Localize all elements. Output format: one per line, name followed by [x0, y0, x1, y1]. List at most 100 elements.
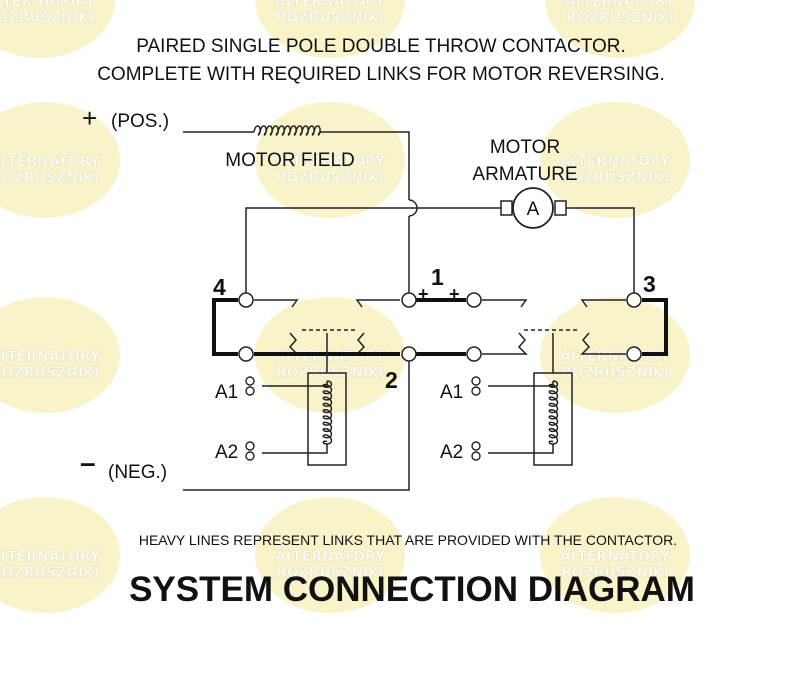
watermark-badge-shape — [0, 297, 120, 413]
armature-icon — [512, 187, 554, 229]
left-a2-label: A2 — [215, 442, 238, 463]
terminal-3-bottom — [626, 346, 642, 362]
field-to-terminal-1-wire — [321, 131, 410, 200]
right-a2-terminal-bottom — [471, 451, 481, 461]
right-a2-label: A2 — [440, 442, 463, 463]
watermark-text: ROZRUSZNIKI — [0, 170, 99, 186]
watermark-text: ALTERNATORY — [560, 349, 671, 365]
armature-symbol: A — [527, 199, 540, 220]
neg-symbol: – — [80, 447, 96, 478]
neg-label: (NEG.) — [108, 462, 167, 483]
terminal-1-plus-left: + — [418, 284, 429, 304]
terminal-3-label: 3 — [643, 271, 656, 297]
watermark-badge-shape — [540, 102, 690, 218]
left-coil-assembly: A1 A2 — [215, 333, 347, 466]
neg-wire — [183, 357, 410, 491]
armature-brush-right — [554, 200, 567, 216]
armature-brush-left — [500, 200, 513, 216]
terminal-2-label: 2 — [385, 367, 398, 393]
armature-label-line-2: ARMATURE — [472, 164, 577, 185]
contact-blade-mid-top-right — [482, 299, 528, 308]
watermark-badge-shape — [255, 0, 405, 58]
pos-label: (POS.) — [111, 111, 169, 132]
thin-wiring — [183, 131, 635, 491]
pos-symbol: + — [82, 103, 97, 133]
left-a2-lead — [262, 444, 328, 454]
terminal-3-top — [626, 292, 642, 308]
right-solenoid-coil-icon — [548, 380, 559, 445]
watermark-badge-shape — [540, 297, 690, 413]
left-a1-lead — [262, 381, 328, 387]
watermark-text: ALTERNATORY — [560, 549, 671, 565]
right-a1-lead — [488, 381, 554, 387]
watermark-text: ROZRUSZNIKI — [561, 170, 669, 186]
terminal-2-right — [466, 346, 482, 362]
right-a1-terminal-bottom — [471, 386, 481, 396]
watermark-badge-shape — [0, 497, 120, 613]
watermark-text: ROZRUSZNIKI — [276, 565, 384, 581]
terminal-1-right — [466, 292, 482, 308]
watermark-text: ROZRUSZNIKI — [561, 565, 669, 581]
watermark-text: ALTERNATORY — [275, 0, 386, 10]
watermark-text: ROZRUSZNIKI — [276, 10, 384, 26]
watermark-text: ROZRUSZNIKI — [276, 170, 384, 186]
contact-blade-left-top — [254, 299, 299, 308]
terminal-4-to-armature-wire — [245, 207, 501, 300]
header-line-2: COMPLETE WITH REQUIRED LINKS FOR MOTOR R… — [97, 64, 665, 85]
right-a1-terminal-top — [471, 376, 481, 386]
armature-to-terminal-3-wire — [566, 207, 635, 300]
link-3-right — [642, 298, 668, 356]
terminal-1-left — [401, 292, 417, 308]
header-line-1: PAIRED SINGLE POLE DOUBLE THROW CONTACTO… — [136, 36, 626, 57]
terminal-4-top — [238, 292, 254, 308]
armature-label-line-1: MOTOR — [490, 137, 560, 158]
terminal-1-label: 1 — [431, 264, 444, 290]
motor-field-coil-icon — [253, 125, 321, 136]
watermark-text: ALTERNATORY — [275, 154, 386, 170]
watermark-badge-shape — [545, 0, 695, 58]
terminal-set — [238, 292, 642, 362]
contact-blade-right-top — [580, 299, 626, 308]
contact-blade-right-bottom — [580, 332, 626, 355]
right-a1-label: A1 — [440, 382, 463, 403]
right-coil-assembly: A1 A2 — [440, 333, 573, 466]
watermark-text: ALTERNATORY — [565, 0, 676, 10]
watermark-text: ALTERNATORY — [0, 0, 96, 10]
motor-armature: A — [500, 187, 567, 229]
watermark-badge-shape — [255, 102, 405, 218]
contact-blade-mid-top-left — [355, 299, 400, 308]
watermark-badge-shape — [0, 0, 115, 58]
terminal-4-label: 4 — [213, 274, 226, 300]
watermark-text: ALTERNATORY — [275, 549, 386, 565]
watermark-text: ROZRUSZNIKI — [0, 365, 99, 381]
link-4-left — [212, 298, 238, 356]
right-a2-terminal-top — [471, 441, 481, 451]
watermark-badge-shape — [0, 102, 120, 218]
watermark-text: ROZRUSZNIKI — [0, 565, 99, 581]
watermark-text: ALTERNATORY — [560, 154, 671, 170]
watermark-layer: ALTERNATORYROZRUSZNIKIALTERNATORYROZRUSZ… — [0, 0, 695, 613]
watermark-text: ROZRUSZNIKI — [0, 10, 94, 26]
watermark-text: ALTERNATORY — [275, 349, 386, 365]
terminal-2-left — [401, 346, 417, 362]
left-a2-terminal-top — [245, 441, 255, 451]
left-a1-terminal-top — [245, 376, 255, 386]
diagram-title: SYSTEM CONNECTION DIAGRAM — [129, 570, 695, 609]
watermark-badge-shape — [540, 497, 690, 613]
motor-field-label: MOTOR FIELD — [225, 150, 355, 171]
terminal-1-plus-right: + — [449, 284, 460, 304]
watermark-text: ALTERNATORY — [0, 154, 101, 170]
left-solenoid-coil-icon — [322, 380, 333, 445]
footer-note: HEAVY LINES REPRESENT LINKS THAT ARE PRO… — [139, 532, 677, 548]
